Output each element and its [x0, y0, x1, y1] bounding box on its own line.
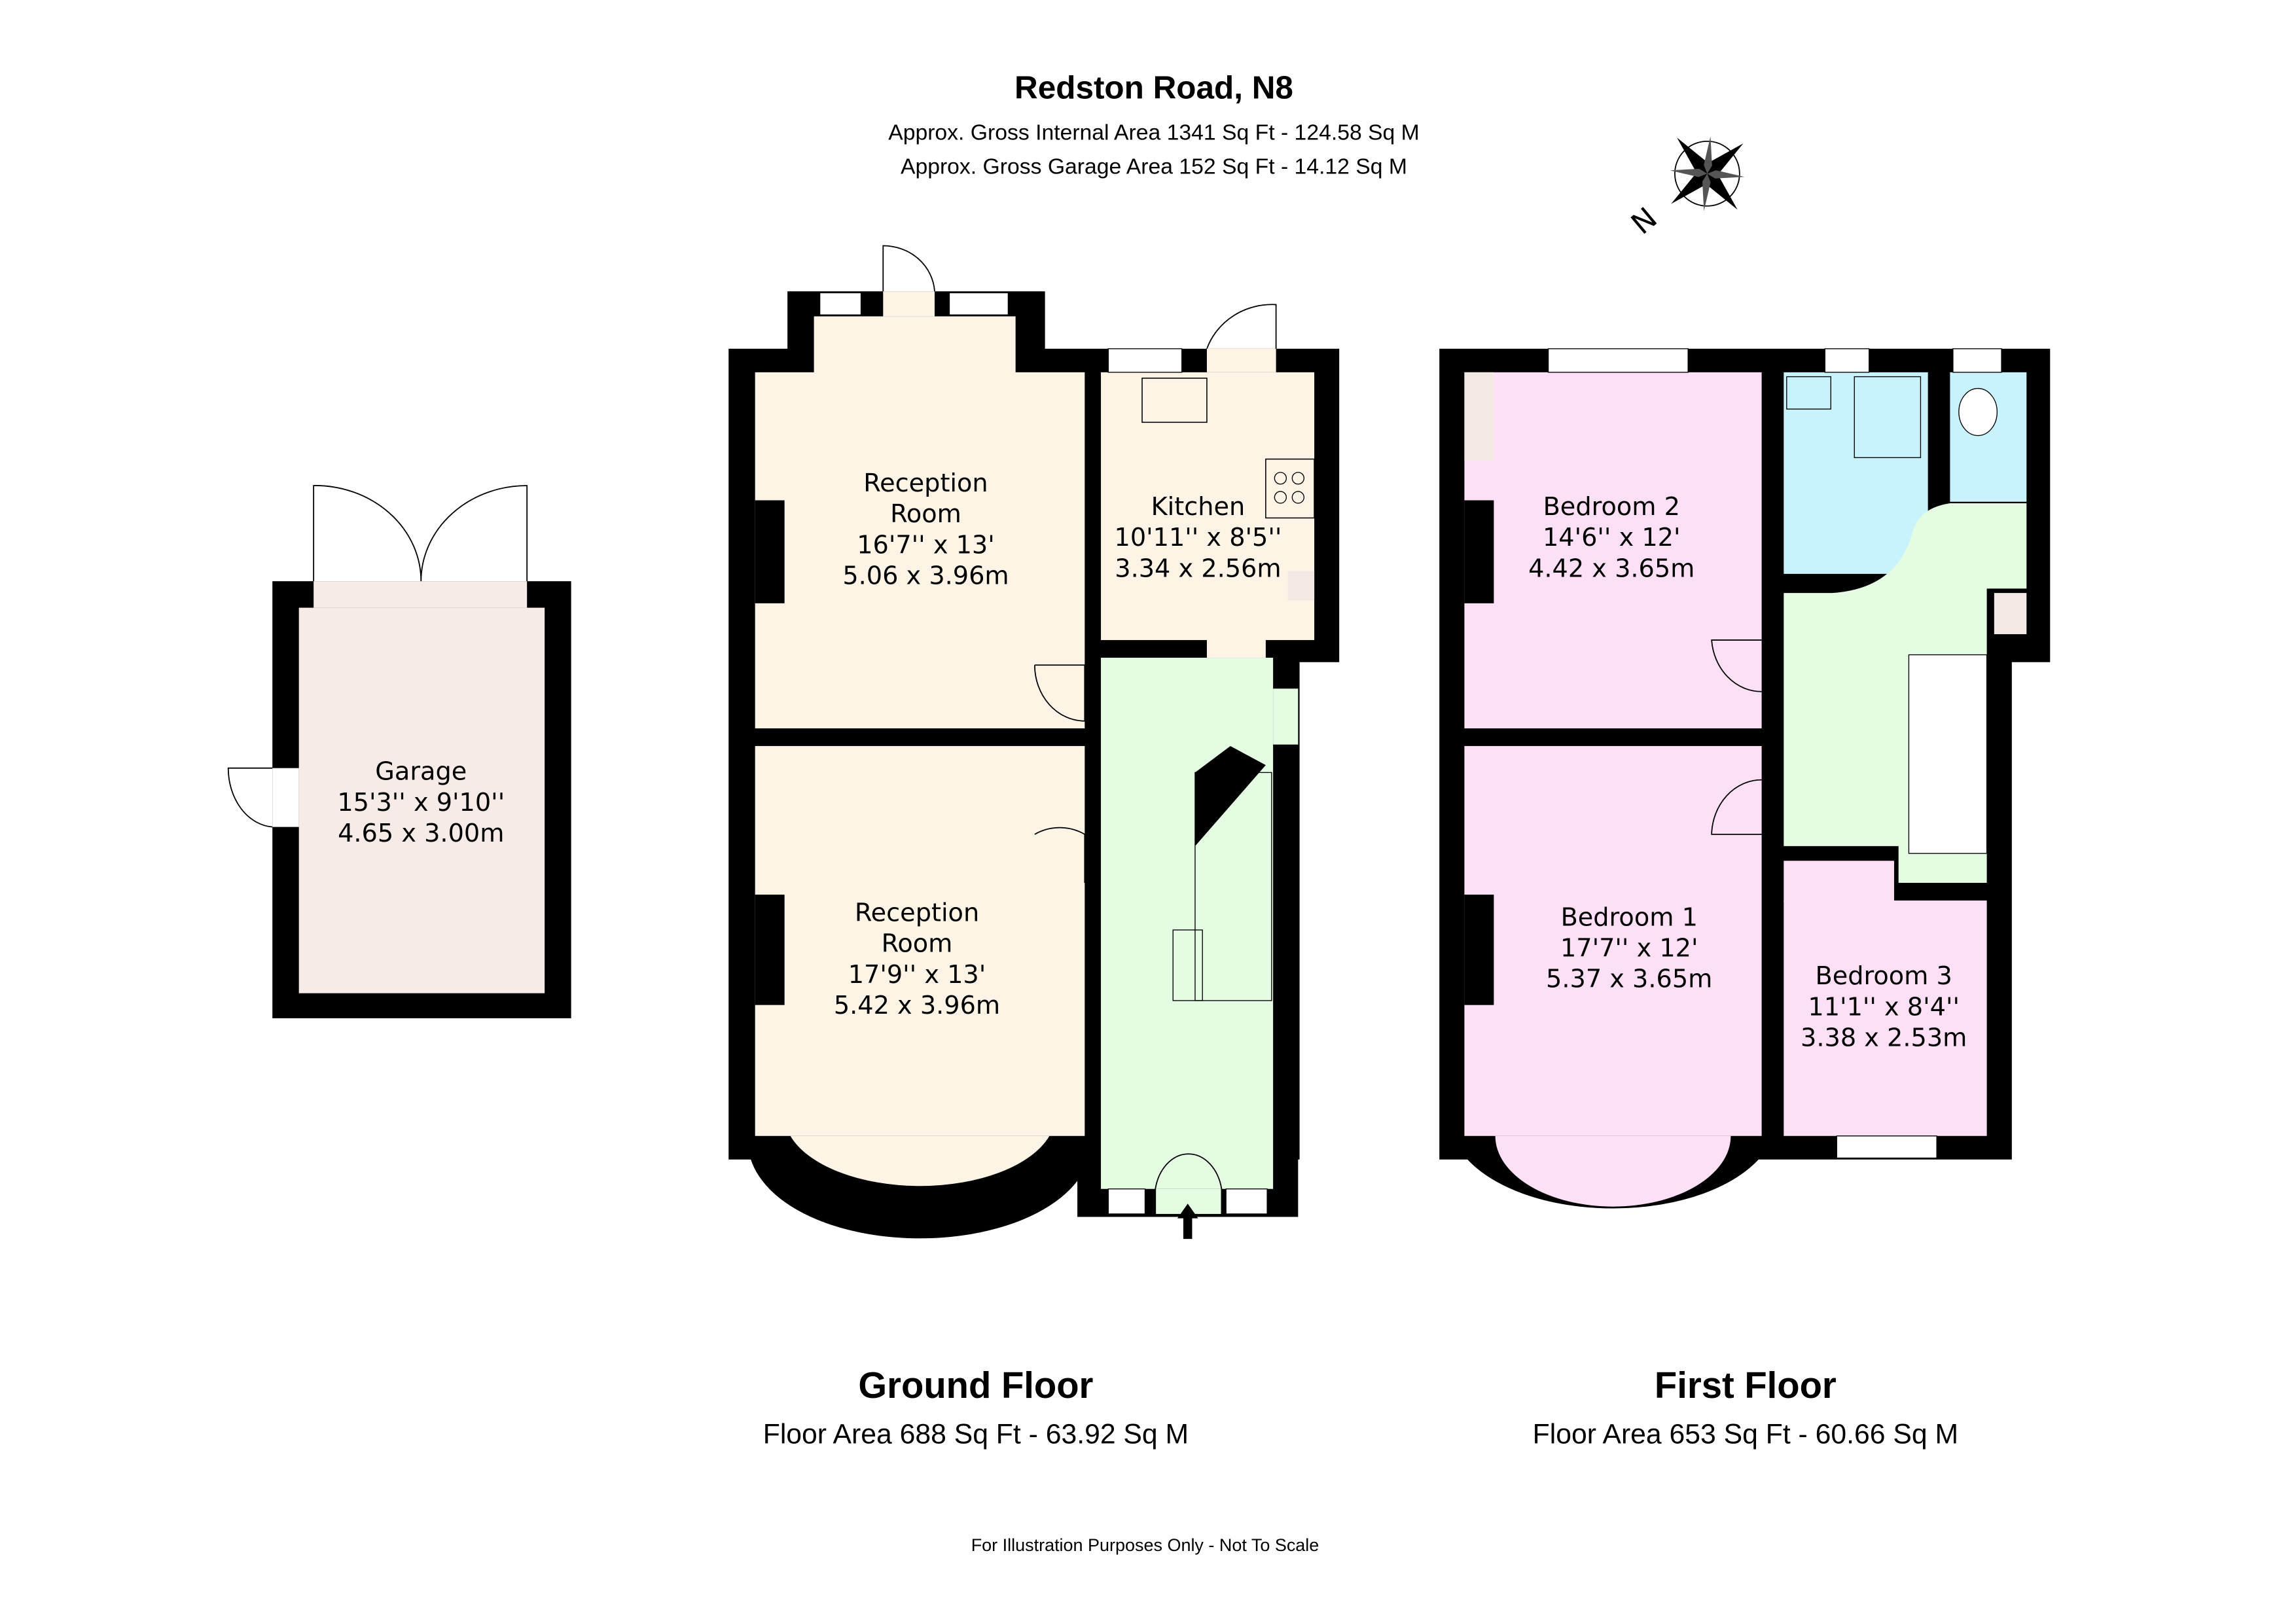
ground-floor-area: Floor Area 688 Sq Ft - 63.92 Sq M — [763, 1419, 1189, 1450]
reception1-name2: Room — [890, 500, 961, 529]
reception2-imperial: 17'9'' x 13' — [848, 961, 986, 990]
bedroom3-name: Bedroom 3 — [1816, 962, 1952, 991]
bedroom1-name: Bedroom 1 — [1561, 903, 1698, 932]
bedroom1-metric: 5.37 x 3.65m — [1546, 965, 1712, 994]
first-floor-area: Floor Area 653 Sq Ft - 60.66 Sq M — [1533, 1419, 1958, 1450]
garage-metric: 4.65 x 3.00m — [338, 819, 504, 848]
kitchen-metric: 3.34 x 2.56m — [1115, 554, 1281, 583]
reception2-name1: Reception — [855, 899, 979, 928]
kitchen-imperial: 10'11'' x 8'5'' — [1115, 524, 1282, 552]
reception2-metric: 5.42 x 3.96m — [834, 991, 1000, 1020]
reception1-imperial: 16'7'' x 13' — [857, 531, 995, 560]
bedroom2-metric: 4.42 x 3.65m — [1528, 554, 1695, 583]
reception1-name1: Reception — [863, 469, 988, 498]
disclaimer: For Illustration Purposes Only - Not To … — [971, 1535, 1319, 1555]
ground-floor-plan: Reception Room 16'7'' x 13' 5.06 x 3.96m… — [728, 245, 1369, 1450]
bedroom3-imperial: 11'1'' x 8'4'' — [1808, 993, 1960, 1022]
garage-area: Approx. Gross Garage Area 152 Sq Ft - 14… — [901, 154, 1407, 179]
kitchen-name: Kitchen — [1151, 493, 1246, 522]
reception1-metric: 5.06 x 3.96m — [842, 562, 1009, 591]
bedroom3-metric: 3.38 x 2.53m — [1801, 1024, 1967, 1053]
first-floor-plan: Bedroom 2 14'6'' x 12' 4.42 x 3.65m Bedr… — [1439, 348, 2071, 1450]
plan-title: Redston Road, N8 — [1014, 70, 1293, 106]
bedroom2-name: Bedroom 2 — [1543, 493, 1680, 522]
entrance-arrow-icon — [1177, 1204, 1198, 1240]
garage-imperial: 15'3'' x 9'10'' — [337, 789, 505, 817]
internal-area: Approx. Gross Internal Area 1341 Sq Ft -… — [888, 120, 1420, 145]
reception2-name2: Room — [882, 930, 953, 959]
compass-rose-icon — [1670, 136, 1745, 211]
first-floor-label: First Floor — [1655, 1364, 1837, 1406]
compass-north-label: N — [1624, 200, 1664, 241]
bedroom1-imperial: 17'7'' x 12' — [1560, 934, 1698, 963]
garage: Garage 15'3'' x 9'10'' 4.65 x 3.00m — [227, 485, 571, 1018]
ground-floor-label: Ground Floor — [858, 1364, 1093, 1406]
bedroom2-imperial: 14'6'' x 12' — [1543, 524, 1681, 552]
garage-name: Garage — [375, 758, 467, 787]
